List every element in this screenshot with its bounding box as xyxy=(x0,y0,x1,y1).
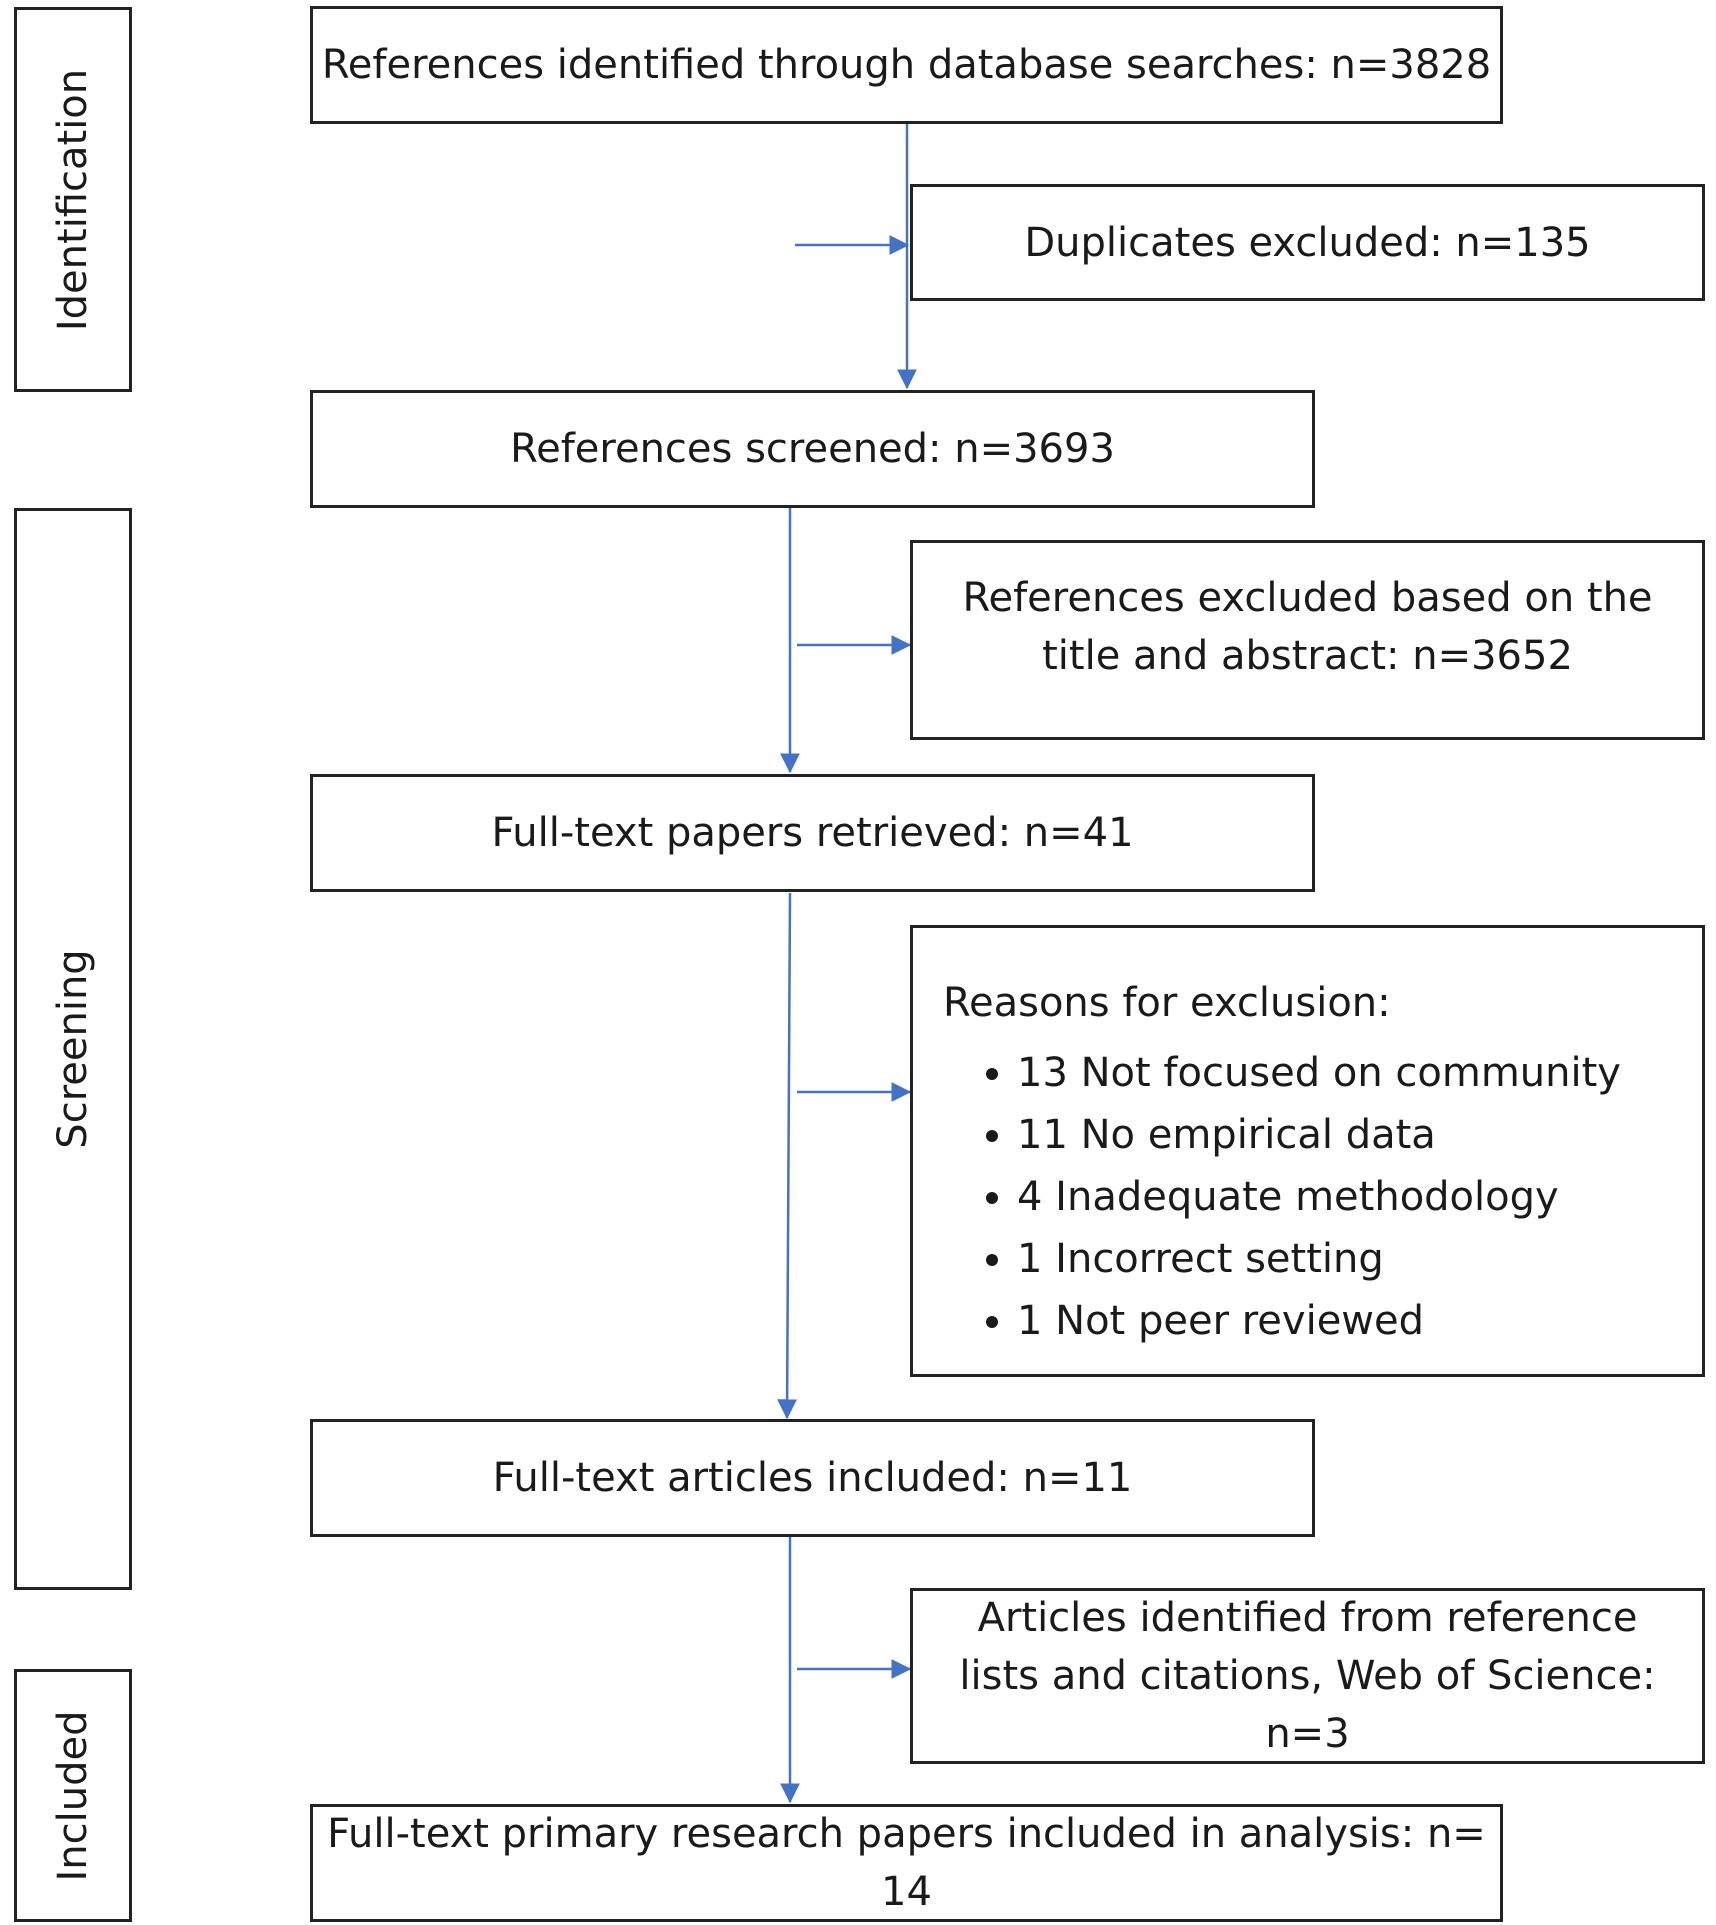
exclusion-reason-item: 13 Not focused on community xyxy=(1017,1042,1621,1104)
box-excluded-title-abstract-text: References excluded based on the title a… xyxy=(962,575,1653,679)
box-screened: References screened: n=3693 xyxy=(310,390,1315,508)
box-additional-articles: Articles identified from reference lists… xyxy=(910,1588,1705,1764)
box-identified-text: References identified through database s… xyxy=(321,42,1492,88)
box-duplicates-text: Duplicates excluded: n=135 xyxy=(1024,219,1591,266)
box-screened-text: References screened: n=3693 xyxy=(510,426,1115,472)
stage-screening: Screening xyxy=(14,508,132,1590)
arrow-retrieved-to-included xyxy=(777,892,798,1420)
box-fulltext-included: Full-text articles included: n=11 xyxy=(310,1419,1315,1537)
box-fulltext-included-text: Full-text articles included: n=11 xyxy=(492,1455,1133,1501)
box-fulltext-retrieved-text: Full-text papers retrieved: n=41 xyxy=(491,810,1134,856)
exclusion-reason-item: 4 Inadequate methodology xyxy=(1017,1166,1621,1228)
box-fulltext-retrieved: Full-text papers retrieved: n=41 xyxy=(310,774,1315,892)
box-final-included: Full-text primary research papers includ… xyxy=(310,1804,1503,1922)
exclusion-reasons-list: 13 Not focused on community 11 No empiri… xyxy=(943,1042,1621,1352)
box-exclusion-reasons: Reasons for exclusion: 13 Not focused on… xyxy=(910,925,1705,1377)
box-identified: References identified through database s… xyxy=(310,6,1503,124)
box-duplicates: Duplicates excluded: n=135 xyxy=(910,184,1705,301)
stage-included: Included xyxy=(14,1669,132,1922)
box-additional-articles-text: Articles identified from reference lists… xyxy=(959,1595,1656,1757)
exclusion-reason-item: 1 Incorrect setting xyxy=(1017,1228,1621,1290)
exclusion-reason-item: 1 Not peer reviewed xyxy=(1017,1290,1621,1352)
exclusion-reason-item: 11 No empirical data xyxy=(1017,1104,1621,1166)
exclusion-reasons-title: Reasons for exclusion: xyxy=(943,980,1391,1026)
box-excluded-title-abstract: References excluded based on the title a… xyxy=(910,540,1705,740)
box-final-included-text: Full-text primary research papers includ… xyxy=(327,1811,1486,1915)
stage-identification: Identification xyxy=(14,7,132,392)
